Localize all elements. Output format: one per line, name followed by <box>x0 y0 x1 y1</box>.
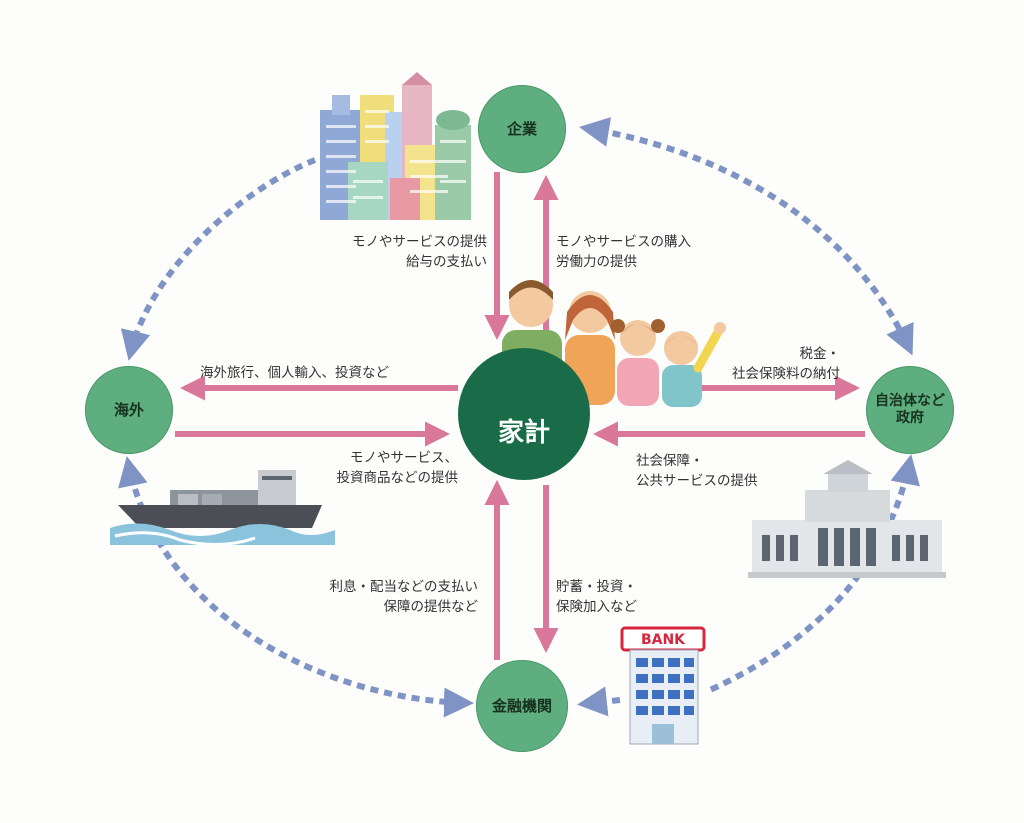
city-buildings-illustration <box>320 72 471 220</box>
label-line: 保障の提供など <box>330 598 479 618</box>
label-company-to-household: モノやサービスの提供 給与の支払い <box>352 233 487 272</box>
node-government-label-2: 政府 <box>896 410 924 428</box>
label-line: 税金・ <box>732 345 840 365</box>
label-overseas-to-household: モノやサービス、 投資商品などの提供 <box>337 449 459 488</box>
label-household-to-government: 税金・ 社会保険料の納付 <box>732 345 840 384</box>
node-company-label: 企業 <box>507 120 537 139</box>
label-line: 給与の支払い <box>352 253 487 273</box>
label-government-to-household: 社会保障・ 公共サービスの提供 <box>636 452 758 491</box>
label-line: モノやサービス、 <box>337 449 459 469</box>
node-overseas-label: 海外 <box>114 401 144 420</box>
label-line: 海外旅行、個人輸入、投資など <box>200 364 389 384</box>
label-household-to-overseas: 海外旅行、個人輸入、投資など <box>200 364 389 384</box>
label-line: 公共サービスの提供 <box>636 472 758 492</box>
dashed-arrow-bank-finance <box>583 700 620 704</box>
node-household-label: 家計 <box>498 417 550 450</box>
label-line: 労働力の提供 <box>556 253 691 273</box>
label-finance-to-household: 利息・配当などの支払い 保障の提供など <box>330 578 479 617</box>
label-line: 社会保障・ <box>636 452 758 472</box>
label-line: 社会保険料の納付 <box>732 365 840 385</box>
label-household-to-company: モノやサービスの購入 労働力の提供 <box>556 233 691 272</box>
label-line: モノやサービスの提供 <box>352 233 487 253</box>
node-finance-label: 金融機関 <box>492 697 552 716</box>
dashed-arrow-company-overseas <box>130 160 315 355</box>
node-company: 企業 <box>478 85 566 173</box>
label-household-to-finance: 貯蓄・投資・ 保険加入など <box>556 578 637 617</box>
label-line: 保険加入など <box>556 598 637 618</box>
label-line: 投資商品などの提供 <box>337 469 459 489</box>
label-line: 貯蓄・投資・ <box>556 578 637 598</box>
bank-sign-text: BANK <box>641 632 686 648</box>
bank-building-illustration: BANK <box>622 628 704 744</box>
cargo-ship-illustration <box>110 470 335 545</box>
node-finance: 金融機関 <box>476 660 568 752</box>
node-government: 自治体など 政府 <box>866 366 954 454</box>
node-household: 家計 <box>458 348 590 480</box>
node-overseas: 海外 <box>85 366 173 454</box>
government-building-illustration <box>748 460 946 578</box>
label-line: モノやサービスの購入 <box>556 233 691 253</box>
node-government-label-1: 自治体など <box>875 393 945 411</box>
label-line: 利息・配当などの支払い <box>330 578 479 598</box>
